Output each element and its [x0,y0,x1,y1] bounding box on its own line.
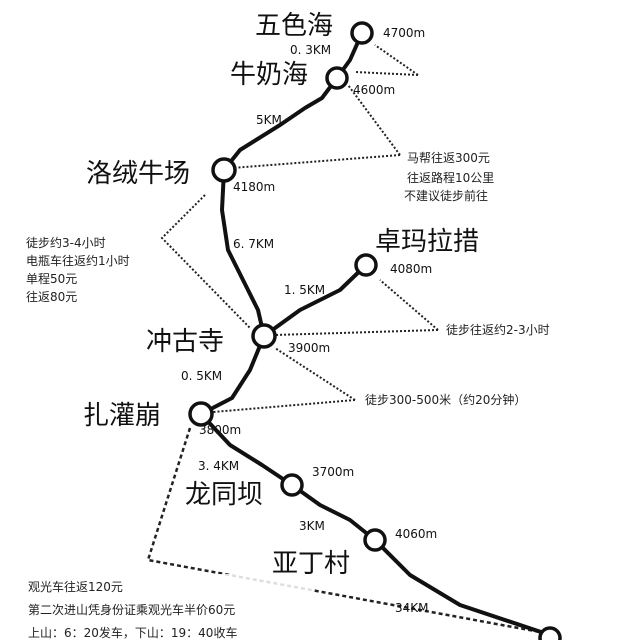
svg-text:第二次进山凭身份证乘观光车半价60元: 第二次进山凭身份证乘观光车半价60元 [28,602,235,617]
alt-zhaguan: 3800m [199,423,241,437]
note-chonggu: 徒步300-500米（约20分钟） [365,392,526,407]
svg-text:不建议徒步前往: 不建议徒步前往 [404,188,488,203]
note-bus: 观光车往返120元 第二次进山凭身份证乘观光车半价60元 上山：6：20发车，下… [24,574,314,640]
arrow-chonggu [212,347,356,413]
place-niunaihai: 牛奶海 [230,60,308,90]
place-longtong: 龙同坝 [185,480,263,510]
dist-5: 0. 5KM [181,369,222,383]
note-zhuoma: 徒步往返约2-3小时 [446,322,550,337]
alt-niunaihai: 4600m [353,83,395,97]
node-luorong[interactable] [211,157,237,183]
alt-wusehai: 4700m [383,26,425,40]
dist-4: 1. 5KM [284,283,325,297]
alt-yading: 4060m [395,527,437,541]
svg-text:电瓶车往返约1小时: 电瓶车往返约1小时 [26,253,130,268]
dist-7: 3KM [299,519,325,533]
place-zhuoma: 卓玛拉措 [375,227,479,257]
svg-text:往返路程10公里: 往返路程10公里 [407,170,494,185]
node-end [538,626,562,640]
note-horse: 马帮往返300元 往返路程10公里 不建议徒步前往 [404,150,494,203]
node-zhaguan[interactable] [188,401,214,427]
node-chonggu[interactable] [251,323,277,349]
svg-text:上山：6：20发车，下山：19：40收车: 上山：6：20发车，下山：19：40收车 [28,625,237,640]
arrow-zhuoma [274,279,439,336]
node-niunaihai[interactable] [325,66,349,90]
svg-text:马帮往返300元: 马帮往返300元 [407,150,490,165]
place-zhaguan: 扎灌崩 [83,401,161,431]
alt-longtong: 3700m [312,465,354,479]
alt-chonggu: 3900m [288,341,330,355]
node-zhuoma[interactable] [354,253,378,277]
place-chonggu: 冲古寺 [146,327,224,357]
dist-6: 3. 4KM [198,459,239,473]
dist-1: 0. 3KM [290,43,331,57]
arrow-luorong [160,194,251,329]
dist-3: 6. 7KM [233,237,274,251]
node-longtong[interactable] [280,473,304,497]
svg-text:徒步约3-4小时: 徒步约3-4小时 [26,235,106,250]
node-yading[interactable] [363,528,387,552]
svg-text:单程50元: 单程50元 [26,271,77,286]
place-luorong: 洛绒牛场 [86,159,190,189]
svg-text:观光车往返120元: 观光车往返120元 [28,579,123,594]
alt-luorong: 4180m [233,180,275,194]
note-luorong: 徒步约3-4小时 电瓶车往返约1小时 单程50元 往返80元 [26,235,130,304]
trail-branch-zhuoma [262,263,368,338]
place-wusehai: 五色海 [255,11,333,41]
svg-text:往返80元: 往返80元 [26,289,77,304]
alt-zhuoma: 4080m [390,262,432,276]
node-wusehai[interactable] [350,21,374,45]
dist-8: 34KM [395,601,429,615]
dist-2: 5KM [256,113,282,127]
